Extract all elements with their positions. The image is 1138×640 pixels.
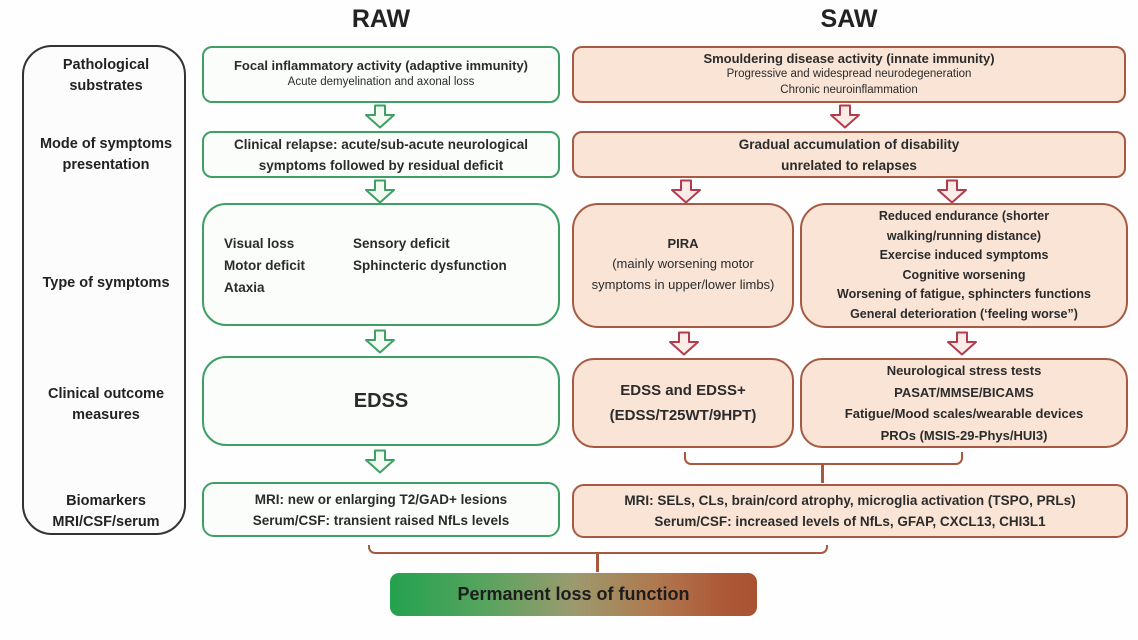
raw-biomarkers-box: MRI: new or enlarging T2/GAD+ lesions Se… [202, 482, 560, 537]
row-label-clinical-outcome: Clinical outcome measures [24, 384, 188, 426]
raw-symptom: Motor deficit [224, 258, 305, 273]
row-label-line: MRI/CSF/serum [52, 514, 160, 530]
row-label-panel: Pathological substrates Mode of symptoms… [22, 45, 186, 535]
raw-mode-box: Clinical relapse: acute/sub-acute neurol… [202, 131, 560, 178]
saw-pira-title: PIRA [667, 236, 699, 252]
permanent-loss-bar: Permanent loss of function [390, 573, 757, 616]
saw-pathology-title: Smouldering disease activity (innate imm… [703, 50, 995, 66]
saw-pira-box: PIRA (mainly worsening motor symptoms in… [572, 203, 794, 328]
row-label-line: substrates [69, 78, 143, 94]
saw-edss-line: EDSS and EDSS+ [620, 382, 746, 399]
saw-symptom-line: Worsening of fatigue, sphincters functio… [837, 287, 1091, 301]
row-label-type-of-symptoms: Type of symptoms [24, 273, 188, 294]
raw-pathology-sub: Acute demyelination and axonal loss [287, 76, 475, 89]
saw-pira-sub: symptoms in upper/lower limbs) [591, 276, 775, 292]
row-label-line: measures [72, 407, 140, 423]
down-arrow-icon [365, 104, 395, 129]
raw-symptom: Visual loss [224, 236, 295, 251]
saw-edss-box: EDSS and EDSS+ (EDSS/T25WT/9HPT) [572, 358, 794, 448]
saw-biomarkers-box: MRI: SELs, CLs, brain/cord atrophy, micr… [572, 484, 1128, 538]
saw-biomarker-line: MRI: SELs, CLs, brain/cord atrophy, micr… [624, 493, 1076, 508]
raw-symptoms-left-column: Visual loss Motor deficit Ataxia [224, 233, 305, 299]
saw-pathology-box: Smouldering disease activity (innate imm… [572, 46, 1126, 103]
saw-symptom-line: General deterioration (‘feeling worse”) [850, 306, 1078, 321]
down-arrow-icon [947, 331, 977, 356]
saw-stress-line: PASAT/MMSE/BICAMS [894, 384, 1034, 400]
row-label-line: Type of symptoms [42, 275, 170, 291]
saw-edss-line: (EDSS/T25WT/9HPT) [609, 407, 757, 424]
raw-mode-line: Clinical relapse: acute/sub-acute neurol… [233, 136, 529, 152]
row-label-mode-of-symptoms: Mode of symptoms presentation [24, 134, 188, 176]
saw-stress-line: PROs (MSIS-29-Phys/HUI3) [880, 427, 1048, 443]
row-label-line: Biomarkers [66, 493, 146, 509]
saw-mode-line: unrelated to relapses [781, 157, 917, 173]
raw-symptom: Ataxia [224, 280, 265, 295]
saw-outcomes-bracket [684, 452, 963, 465]
row-label-biomarkers: Biomarkers MRI/CSF/serum [24, 491, 188, 533]
raw-pathology-title: Focal inflammatory activity (adaptive im… [233, 58, 529, 74]
saw-symptom-line: walking/running distance) [886, 228, 1042, 243]
raw-biomarker-line: Serum/CSF: transient raised NfLs levels [252, 512, 510, 528]
row-label-line: Pathological [62, 57, 150, 73]
down-arrow-icon [830, 104, 860, 129]
raw-pathology-box: Focal inflammatory activity (adaptive im… [202, 46, 560, 103]
row-label-line: Mode of symptoms [39, 136, 173, 152]
raw-symptoms-right-column: Sensory deficit Sphincteric dysfunction [353, 233, 507, 277]
raw-outcome-label: EDSS [353, 390, 409, 412]
raw-outcome-box: EDSS [202, 356, 560, 446]
raw-column-header: RAW [351, 5, 411, 33]
saw-column-header: SAW [820, 5, 878, 33]
raw-symptom: Sensory deficit [353, 236, 450, 251]
saw-stress-line: Fatigue/Mood scales/wearable devices [844, 406, 1084, 421]
saw-symptom-line: Exercise induced symptoms [879, 248, 1049, 262]
saw-symptoms-box: Reduced endurance (shorter walking/runni… [800, 203, 1128, 328]
saw-symptom-line: Cognitive worsening [902, 267, 1026, 282]
down-arrow-icon [365, 179, 395, 204]
saw-outcomes-bracket-stem [821, 463, 824, 483]
saw-pira-sub: (mainly worsening motor [612, 255, 754, 271]
down-arrow-icon [365, 329, 395, 354]
row-label-pathological-substrates: Pathological substrates [24, 55, 188, 97]
down-arrow-icon [671, 179, 701, 204]
raw-symptoms-box: Visual loss Motor deficit Ataxia Sensory… [202, 203, 560, 326]
saw-mode-line: Gradual accumulation of disability [738, 136, 960, 152]
down-arrow-icon [937, 179, 967, 204]
row-label-line: presentation [62, 157, 150, 173]
saw-stress-line: Neurological stress tests [886, 363, 1042, 378]
row-label-line: Clinical outcome [47, 386, 165, 402]
permanent-loss-label: Permanent loss of function [457, 584, 690, 604]
down-arrow-icon [365, 449, 395, 474]
saw-mode-box: Gradual accumulation of disability unrel… [572, 131, 1126, 178]
saw-pathology-sub: Progressive and widespread neurodegenera… [726, 68, 972, 81]
saw-symptom-line: Reduced endurance (shorter [878, 209, 1050, 223]
raw-biomarker-line: MRI: new or enlarging T2/GAD+ lesions [254, 491, 508, 507]
down-arrow-icon [669, 331, 699, 356]
raw-mode-line: symptoms followed by residual deficit [258, 157, 504, 173]
raw-symptom: Sphincteric dysfunction [353, 258, 507, 273]
biomarkers-merge-bracket-stem [596, 552, 599, 572]
saw-biomarker-line: Serum/CSF: increased levels of NfLs, GFA… [654, 514, 1046, 529]
saw-pathology-sub: Chronic neuroinflammation [780, 83, 918, 96]
saw-stress-tests-box: Neurological stress tests PASAT/MMSE/BIC… [800, 358, 1128, 448]
